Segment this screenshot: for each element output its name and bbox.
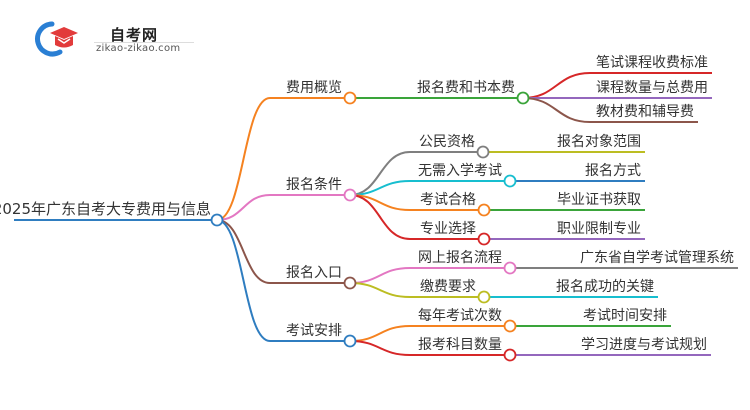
edge-subtopic — [349, 325, 411, 342]
edge-leaf — [522, 97, 591, 123]
subtopic[interactable]: 无需入学考试 — [418, 163, 502, 179]
root-node[interactable] — [210, 213, 224, 227]
edge-subtopic — [349, 151, 411, 196]
subtopic-node[interactable] — [503, 261, 517, 275]
branch-node[interactable] — [343, 276, 357, 290]
subtopic-node[interactable] — [503, 174, 517, 188]
subtopic[interactable]: 考试合格 — [420, 192, 476, 208]
subtopic[interactable]: 报名费和书本费 — [417, 80, 515, 96]
branch-topic[interactable]: 费用概览 — [286, 80, 342, 96]
edge-subtopic — [349, 282, 411, 298]
branch-node[interactable] — [343, 91, 357, 105]
leaf-topic[interactable]: 广东省自学考试管理系统 — [580, 250, 734, 266]
leaf-topic[interactable]: 笔试课程收费标准 — [596, 55, 708, 71]
logo-divider — [94, 42, 194, 43]
leaf-topic[interactable]: 考试时间安排 — [583, 308, 667, 324]
subtopic-node[interactable] — [476, 145, 490, 159]
edge-subtopic — [349, 194, 411, 240]
leaf-topic[interactable]: 职业限制专业 — [557, 221, 641, 237]
subtopic[interactable]: 每年考试次数 — [418, 308, 502, 324]
subtopic[interactable]: 专业选择 — [420, 221, 476, 237]
subtopic-node[interactable] — [503, 319, 517, 333]
subtopic-node[interactable] — [477, 203, 491, 217]
branch-topic[interactable]: 报名入口 — [286, 265, 342, 281]
root-topic[interactable]: 2025年广东自考大专费用与信息 — [0, 200, 211, 218]
subtopic-node[interactable] — [477, 290, 491, 304]
branch-topic[interactable]: 报名条件 — [286, 176, 342, 193]
site-url: zikao-zikao.com — [96, 43, 181, 54]
leaf-topic[interactable]: 报名方式 — [585, 163, 641, 179]
edge-root-to-0 — [216, 97, 271, 221]
subtopic-node[interactable] — [503, 348, 517, 362]
edge-root-to-2 — [216, 219, 271, 284]
branch-node[interactable] — [343, 334, 357, 348]
branch-topic[interactable]: 考试安排 — [286, 323, 342, 339]
brand-name: 自考网 — [110, 26, 159, 44]
leaf-topic[interactable]: 报名对象范围 — [557, 133, 641, 150]
subtopic[interactable]: 公民资格 — [419, 134, 475, 150]
edge-root-to-1 — [216, 194, 271, 221]
branch-node[interactable] — [343, 188, 357, 202]
graduation-cap-icon — [35, 21, 78, 57]
leaf-topic[interactable]: 报名成功的关键 — [556, 279, 654, 295]
leaf-topic[interactable]: 教材费和辅导费 — [596, 104, 694, 120]
leaf-topic[interactable]: 学习进度与考试规划 — [581, 337, 707, 353]
subtopic-node[interactable] — [516, 91, 530, 105]
edge-subtopic — [349, 340, 411, 356]
subtopic[interactable]: 缴费要求 — [420, 279, 476, 295]
subtopic-node[interactable] — [477, 232, 491, 246]
leaf-topic[interactable]: 毕业证书获取 — [557, 192, 641, 208]
subtopic[interactable]: 报考科目数量 — [418, 337, 502, 353]
site-logo[interactable]: 自考网 zikao-zikao.com — [30, 18, 194, 58]
leaf-topic[interactable]: 课程数量与总费用 — [596, 80, 708, 96]
edge-subtopic — [349, 267, 411, 284]
subtopic[interactable]: 网上报名流程 — [418, 250, 502, 266]
edge-leaf — [522, 72, 591, 99]
edge-root-to-3 — [216, 219, 271, 342]
